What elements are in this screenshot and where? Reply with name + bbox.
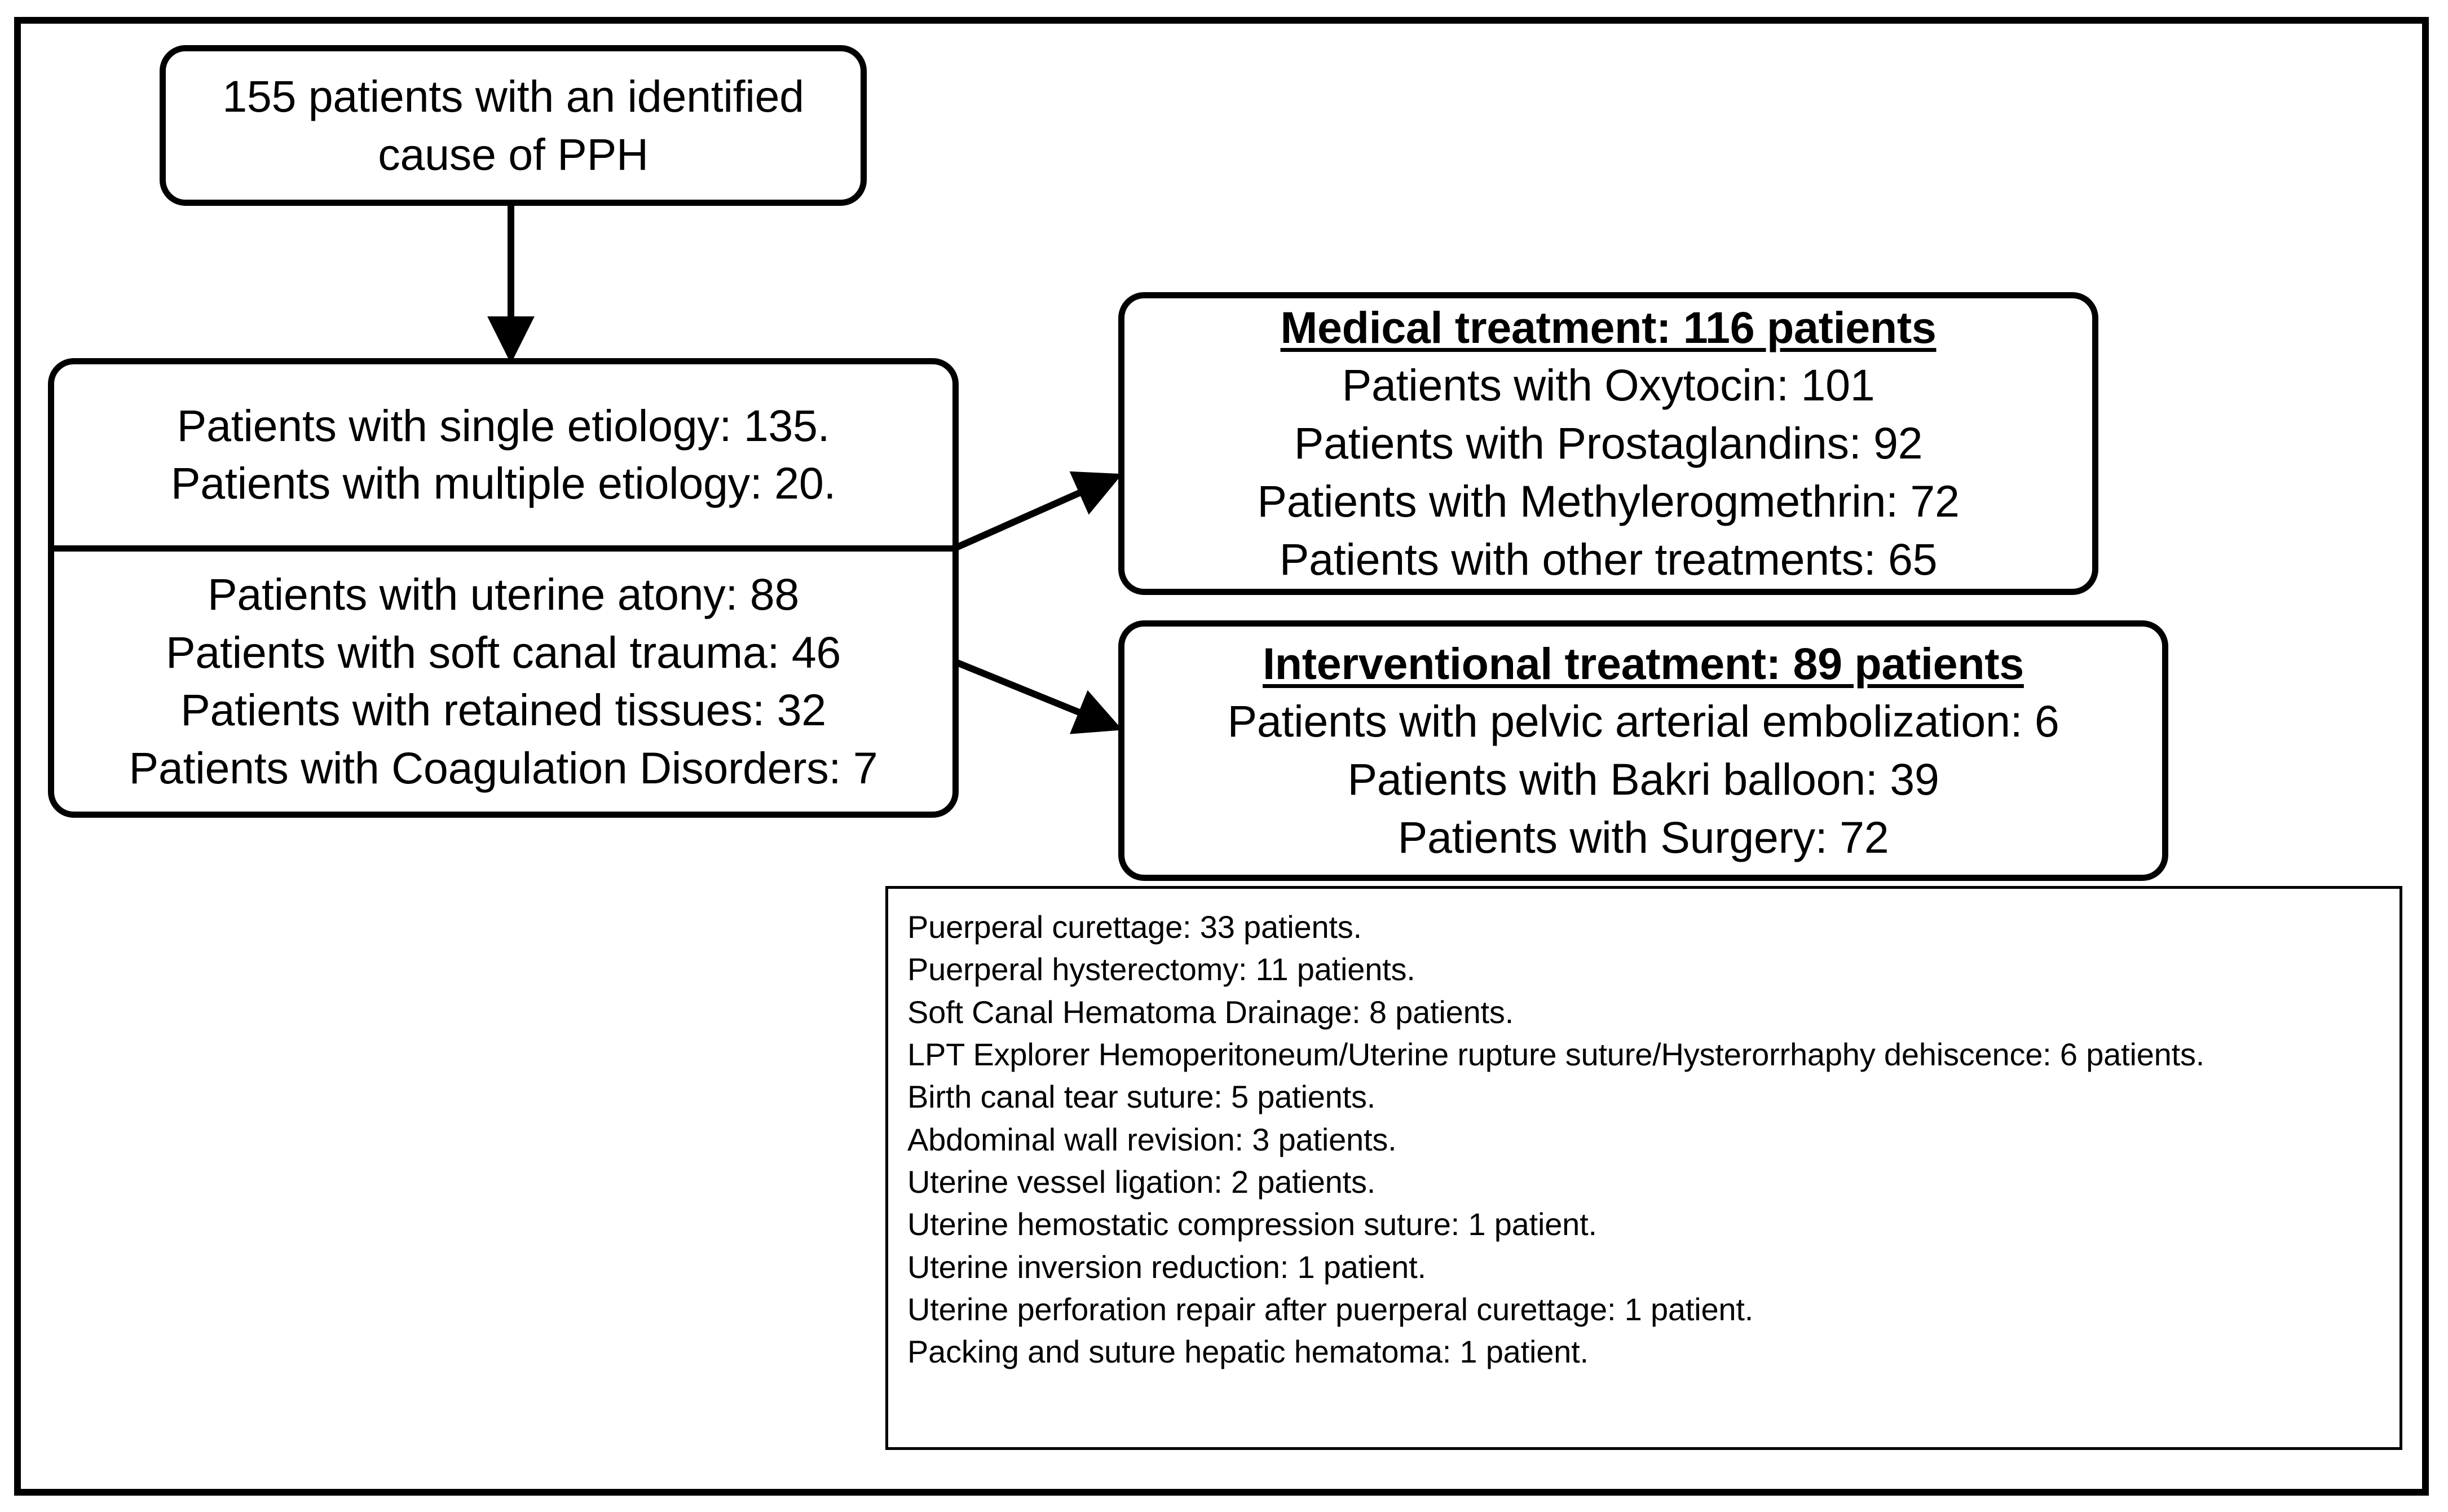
causes-section: Patients with uterine atony: 88 Patients… — [54, 552, 952, 812]
identified-line-2: cause of PPH — [378, 129, 649, 179]
medical-line-3: Patients with Methylerogmethrin: 72 — [1257, 475, 1960, 526]
causes-box-divider — [54, 545, 952, 552]
detail-line-9: Uterine inversion reduction: 1 patient. — [907, 1249, 1426, 1285]
interventional-line-2: Patients with Bakri balloon: 39 — [1347, 754, 1939, 804]
medical-line-2: Patients with Prostaglandins: 92 — [1294, 418, 1923, 469]
detail-line-10: Uterine perforation repair after puerper… — [907, 1291, 1754, 1327]
detail-line-6: Abdominal wall revision: 3 patients. — [907, 1121, 1397, 1157]
detail-line-11: Packing and suture hepatic hematoma: 1 p… — [907, 1334, 1589, 1370]
box-interventional-treatment: Interventional treatment: 89 patients Pa… — [1118, 620, 2168, 881]
etiology-line-1: Patients with single etiology: 135. — [177, 400, 830, 451]
causes-line-3: Patients with retained tissues: 32 — [180, 685, 826, 735]
detail-line-2: Puerperal hysterectomy: 11 patients. — [907, 951, 1415, 988]
detail-line-8: Uterine hemostatic compression suture: 1… — [907, 1206, 1597, 1242]
detail-line-3: Soft Canal Hematoma Drainage: 8 patients… — [907, 994, 1514, 1030]
causes-line-2: Patients with soft canal trauma: 46 — [165, 627, 841, 677]
causes-line-4: Patients with Coagulation Disorders: 7 — [129, 743, 878, 794]
box-medical-treatment: Medical treatment: 116 patients Patients… — [1118, 292, 2098, 595]
identified-line-1: 155 patients with an identified — [222, 70, 804, 121]
medical-heading: Medical treatment: 116 patients — [1280, 302, 1937, 352]
box-surgical-detail-list: Puerperal curettage: 33 patients. Puerpe… — [885, 886, 2402, 1450]
detail-line-4: LPT Explorer Hemoperitoneum/Uterine rupt… — [907, 1036, 2205, 1072]
etiology-line-2: Patients with multiple etiology: 20. — [170, 458, 836, 509]
interventional-line-1: Patients with pelvic arterial embolizati… — [1227, 696, 2059, 747]
medical-line-4: Patients with other treatments: 65 — [1279, 534, 1938, 584]
etiology-section: Patients with single etiology: 135. Pati… — [54, 364, 952, 545]
interventional-line-3: Patients with Surgery: 72 — [1397, 812, 1889, 862]
detail-line-5: Birth canal tear suture: 5 patients. — [907, 1079, 1376, 1115]
interventional-heading: Interventional treatment: 89 patients — [1263, 638, 2024, 689]
outer-figure-border — [14, 17, 2429, 1496]
box-identified-cause: 155 patients with an identified cause of… — [160, 45, 867, 206]
detail-line-7: Uterine vessel ligation: 2 patients. — [907, 1163, 1376, 1200]
causes-line-1: Patients with uterine atony: 88 — [207, 569, 800, 620]
medical-line-1: Patients with Oxytocin: 101 — [1342, 360, 1875, 411]
box-etiology-and-causes: Patients with single etiology: 135. Pati… — [48, 358, 959, 818]
detail-line-1: Puerperal curettage: 33 patients. — [907, 909, 1362, 945]
